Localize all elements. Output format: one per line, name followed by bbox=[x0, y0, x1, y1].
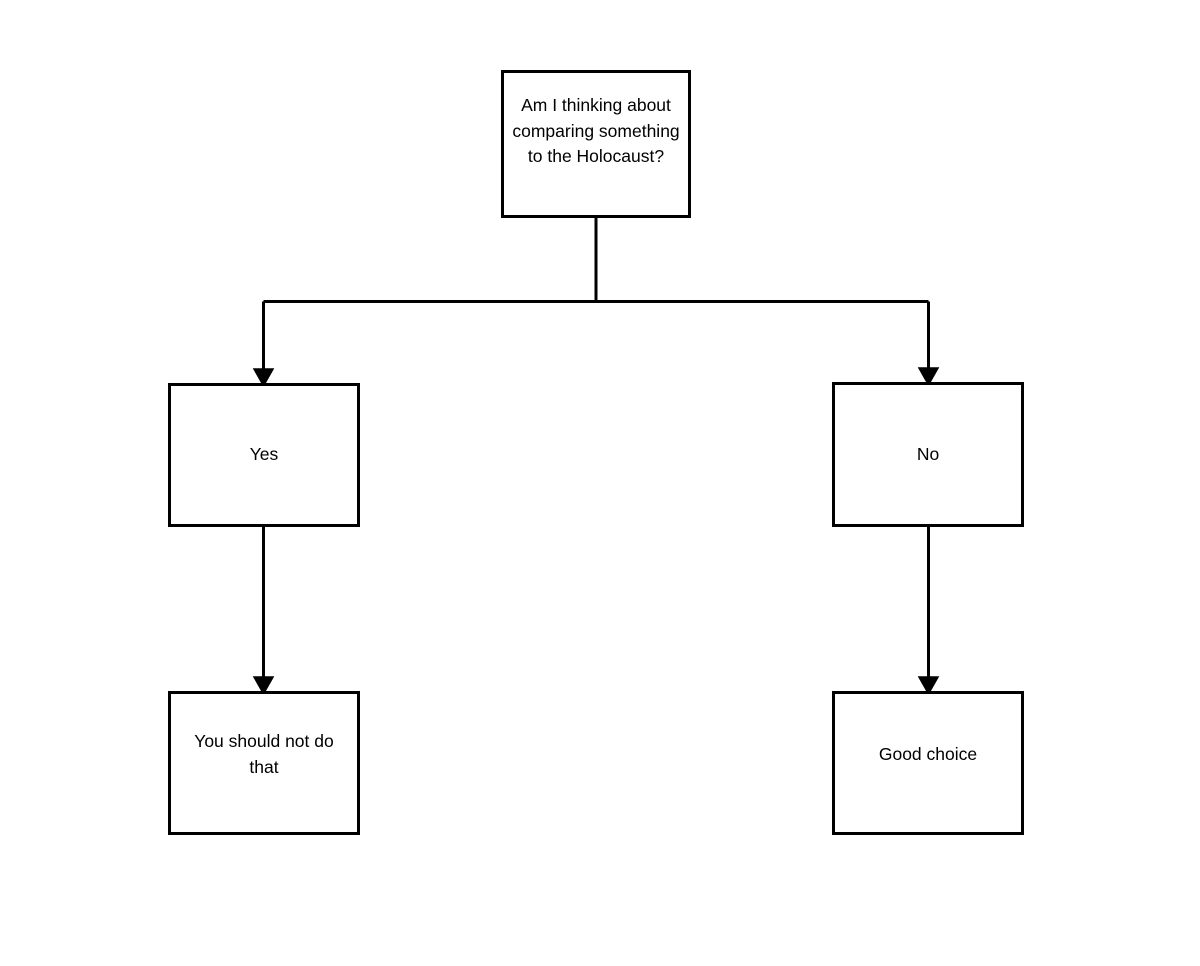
flowchart-node-yes[interactable]: Yes bbox=[168, 383, 360, 527]
node-no-label: No bbox=[916, 443, 940, 464]
node-root-label: Am I thinking about comparing something … bbox=[512, 95, 680, 166]
node-good-choice-label: Good choice bbox=[878, 744, 978, 764]
node-should-not-label: You should not do that bbox=[194, 731, 334, 777]
flowchart-node-root[interactable]: Am I thinking about comparing something … bbox=[501, 70, 691, 218]
node-yes-label: Yes bbox=[249, 444, 279, 465]
flowchart-node-good-choice[interactable]: Good choice bbox=[832, 691, 1024, 835]
flowchart-node-should-not[interactable]: You should not do that bbox=[168, 691, 360, 835]
flowchart-node-no[interactable]: No bbox=[832, 382, 1024, 527]
